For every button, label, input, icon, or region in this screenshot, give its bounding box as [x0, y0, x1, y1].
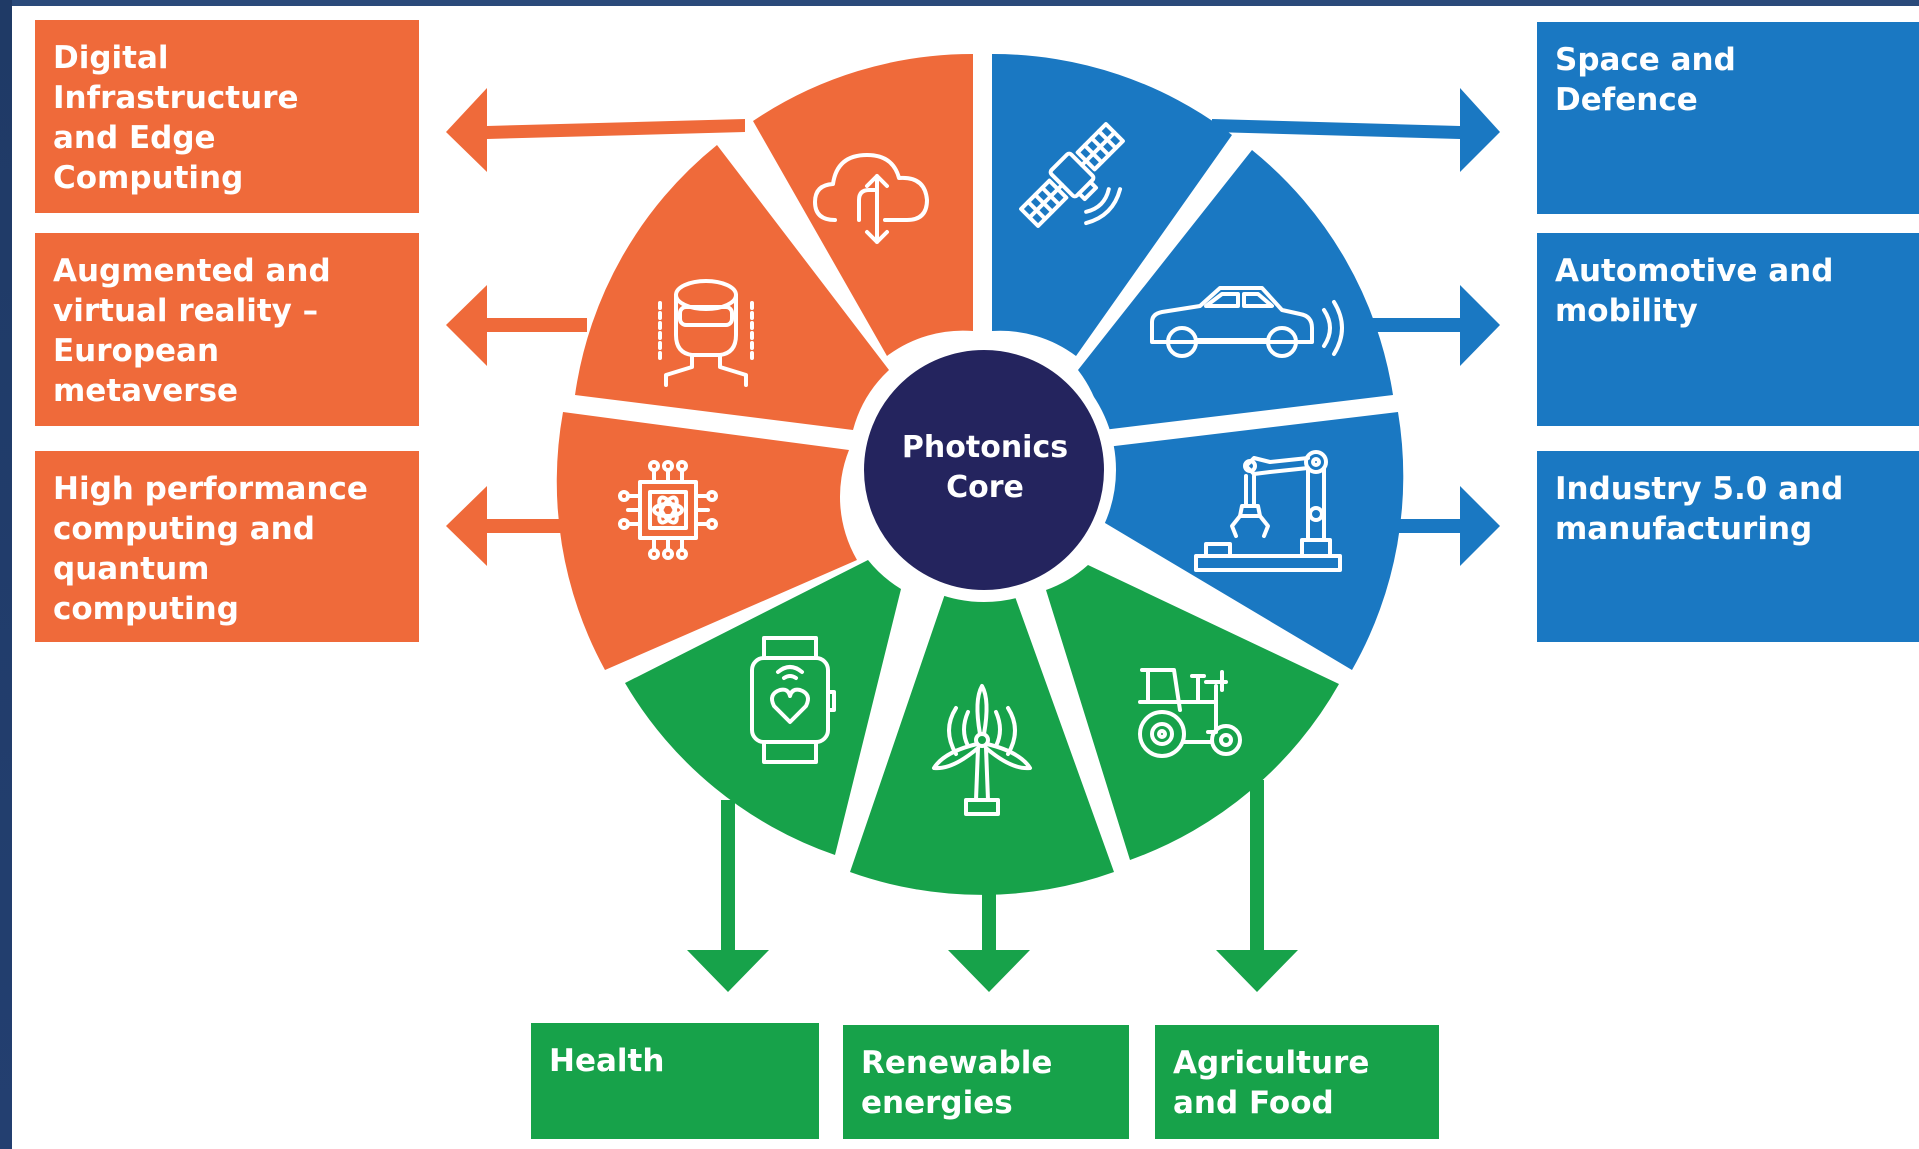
arrow-left-augmented-reality: [487, 318, 587, 332]
vr-headset-icon: [658, 279, 754, 387]
arrowhead-down-health: [687, 950, 769, 992]
left-arrows: [446, 88, 745, 566]
arrowhead-right-space-defence: [1460, 88, 1500, 172]
satellite-icon: [1019, 122, 1125, 228]
box-agriculture-food: Agriculture and Food: [1155, 1025, 1439, 1139]
arrow-right-automotive-mobility: [1370, 318, 1460, 332]
arrowhead-left-augmented-reality: [446, 285, 487, 366]
box-digital-infrastructure: Digital Infrastructure and Edge Computin…: [35, 20, 419, 213]
arrow-down-agriculture-food: [1250, 780, 1264, 950]
arrowhead-left-high-performance-computing: [446, 486, 487, 566]
box-automotive-mobility: Automotive and mobility: [1537, 233, 1919, 426]
arrow-down-renewable-energies: [982, 880, 996, 950]
arrow-down-health: [721, 800, 735, 950]
arrowhead-left-digital-infrastructure: [446, 88, 487, 172]
smartwatch-heart-icon: [750, 636, 836, 764]
car-icon: [1150, 286, 1344, 358]
photonics-core-circle: [852, 338, 1116, 602]
bottom-arrows: [687, 780, 1298, 992]
wind-turbine-icon: [932, 684, 1032, 816]
box-augmented-virtual-reality: Augmented and virtual reality – European…: [35, 233, 419, 426]
arrow-right-space-defence: [1212, 119, 1460, 139]
left-frame-bar: [0, 0, 12, 1149]
arrowhead-down-agriculture-food: [1216, 950, 1298, 992]
segment-health: [625, 560, 901, 855]
segment-digital-infrastructure: [753, 53, 973, 356]
arrow-right-industry-manufacturing: [1385, 519, 1460, 533]
right-arrows: [1212, 88, 1500, 566]
segment-industry-manufacturing: [1098, 412, 1404, 670]
arrowhead-down-renewable-energies: [948, 950, 1030, 992]
box-industry-manufacturing: Industry 5.0 and manufacturing: [1537, 451, 1919, 642]
segment-agriculture-food: [1046, 565, 1339, 860]
box-high-performance-computing: High performance computing and quantum c…: [35, 451, 419, 642]
box-renewable-energies: Renewable energies: [843, 1025, 1129, 1139]
arrow-left-high-performance-computing: [487, 519, 567, 533]
box-space-defence: Space and Defence: [1537, 22, 1919, 214]
wheel-segments: [556, 53, 1404, 895]
segment-renewable-energies: [850, 591, 1114, 895]
arrowhead-right-automotive-mobility: [1460, 285, 1500, 366]
photonics-core-label: Photonics Core: [901, 430, 1069, 505]
top-frame-bar: [0, 0, 1919, 6]
robot-arm-icon: [1194, 450, 1342, 572]
segment-high-performance-computing: [556, 412, 857, 670]
quantum-chip-icon: [618, 460, 718, 560]
cloud-upload-icon: [813, 153, 929, 244]
tractor-icon: [1138, 668, 1242, 758]
arrowhead-right-industry-manufacturing: [1460, 486, 1500, 566]
arrow-left-digital-infrastructure: [487, 119, 745, 139]
box-health: Health: [531, 1023, 819, 1139]
